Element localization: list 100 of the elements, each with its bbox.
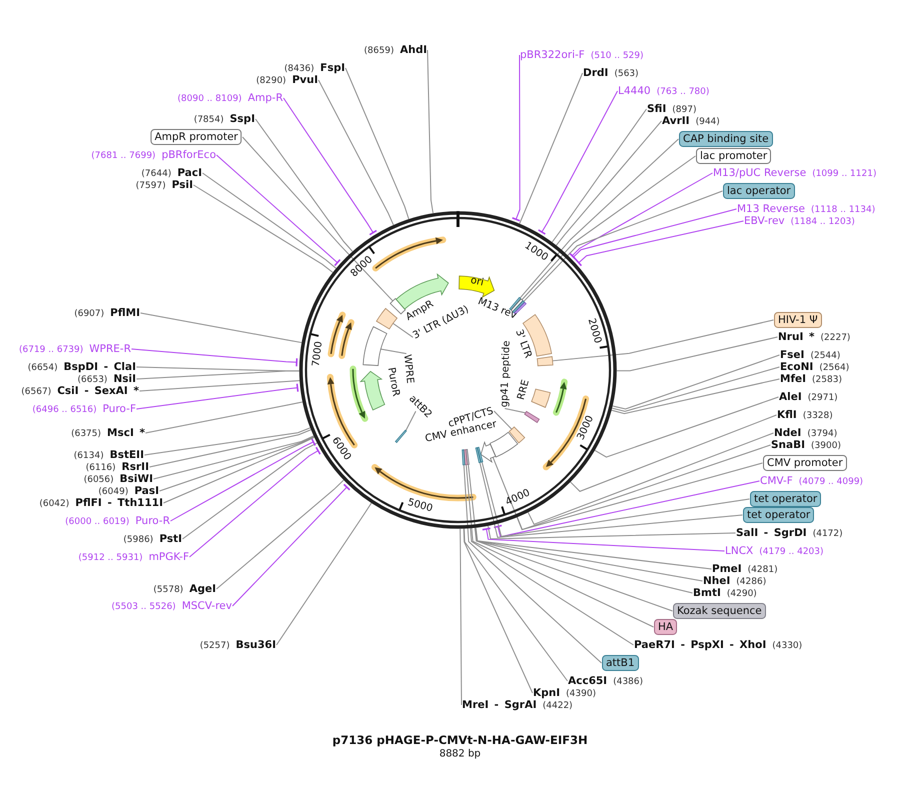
tick-label: 3000 [576, 414, 597, 442]
primer-position: (8090 .. 8109) [178, 94, 242, 104]
leader-line [552, 320, 774, 362]
site-position: (2544) [810, 350, 840, 362]
primer-position: (5503 .. 5526) [112, 602, 176, 612]
leader-line [523, 190, 723, 302]
leader-line [216, 154, 341, 266]
site-position: (4290) [726, 588, 757, 600]
leader-line [482, 527, 725, 552]
leader-line [149, 429, 312, 468]
enzyme-name: PaeR7I - PspXI - XhoI [634, 638, 766, 651]
enzyme-name: MscI * [107, 426, 145, 439]
leader-line [552, 108, 647, 243]
feature-label: tet operator [750, 490, 822, 508]
enzyme-name: BspDI - ClaI [64, 360, 136, 373]
leader-line [470, 528, 634, 646]
feature-box [362, 326, 388, 366]
leader-line [516, 444, 771, 530]
feature-label: CMV promoter [763, 454, 847, 472]
enzyme-name: NheI [703, 574, 730, 587]
leader-line [380, 348, 407, 354]
primer-name: MSCV-rev [182, 600, 232, 612]
leader-line [131, 348, 298, 368]
leader-line [538, 90, 618, 235]
feature-label: lac promoter [696, 148, 772, 164]
site-position: (4281) [748, 564, 778, 576]
leader-line [594, 396, 779, 458]
site-position: (3794) [807, 428, 838, 440]
site-position: (3900) [811, 440, 841, 452]
site-position: (5257) [200, 640, 230, 652]
leader-line [163, 436, 315, 504]
feature-box [531, 388, 551, 408]
primer-position: (5912 .. 5931) [78, 552, 143, 564]
site-position: (6134) [74, 450, 104, 462]
leader-line [556, 120, 662, 246]
enzyme-name: KpnI [533, 686, 560, 699]
primer-name: EBV-rev [744, 214, 785, 227]
map-title: p7136 pHAGE-P-CMVt-N-HA-GAW-EIF3H [332, 733, 588, 747]
enzyme-name: Bsu36I [236, 638, 276, 651]
leader-line [575, 220, 744, 266]
leader-line [427, 50, 434, 214]
enzyme-name: FspI [320, 62, 345, 74]
leader-line [463, 464, 602, 664]
site-position: (4330) [772, 640, 802, 652]
primer-name: WPRE-R [89, 342, 131, 355]
directional-feature [360, 370, 386, 410]
enzyme-name: PflMI [110, 306, 140, 319]
primer-position: (6000 .. 6019) [65, 516, 130, 528]
feature-box [390, 298, 406, 314]
primer-name: pBR322ori-F [520, 48, 585, 61]
leader-line [193, 184, 334, 273]
primer-name: Amp-R [248, 92, 283, 104]
leader-line [242, 136, 394, 302]
leader-line [512, 54, 521, 222]
primer-name: pBRforEco [162, 148, 216, 161]
primer-position: (6496 .. 6516) [32, 404, 97, 416]
primer-position: (510 .. 529) [590, 50, 644, 62]
leader-line [504, 408, 526, 414]
feature-label: Kozak sequence [673, 602, 766, 620]
leader-line [182, 442, 318, 540]
enzyme-name: NruI * [778, 330, 814, 343]
leader-line [202, 172, 337, 269]
primer-name: Puro-F [102, 402, 136, 415]
enzyme-name: PmeI [712, 562, 742, 575]
leader-line [216, 480, 344, 590]
enzyme-name: PacI [177, 166, 202, 179]
site-position: (4390) [566, 688, 596, 700]
sequence-length: 8882 bp [439, 748, 481, 760]
site-position: (6653) [78, 374, 108, 386]
leader-line [460, 528, 462, 706]
feature-box [508, 426, 526, 444]
leader-line [189, 446, 321, 558]
site-position: (8659) [364, 46, 394, 56]
leader-line [255, 118, 353, 252]
tick-label: 2000 [584, 317, 603, 345]
site-position: (5986) [123, 534, 154, 546]
feature-box [395, 430, 407, 443]
leader-line [463, 528, 533, 694]
enzyme-name: MreI - SgrAI [462, 698, 537, 711]
leader-line [493, 410, 512, 430]
enzyme-name: RsrII [122, 460, 149, 473]
primer-name: LNCX [725, 544, 754, 557]
leader-line [318, 80, 394, 226]
enzyme-name: AleI [779, 390, 802, 403]
site-position: (6049) [98, 486, 128, 498]
leader-line [612, 354, 780, 410]
site-position: (2971) [808, 392, 838, 404]
site-position: (4286) [736, 576, 766, 588]
primer-name: M13/pUC Reverse [713, 166, 806, 179]
leader-line [159, 436, 314, 492]
leader-line [519, 72, 583, 224]
site-position: (6056) [84, 474, 114, 486]
site-position: (897) [672, 104, 696, 116]
leader-line [570, 208, 737, 261]
primer-name: CMV-F [760, 474, 793, 487]
site-position: (7597) [136, 180, 166, 192]
feature-box [376, 308, 398, 330]
leader-line [493, 480, 760, 538]
site-position: (5578) [153, 584, 184, 596]
site-position: (6375) [71, 428, 102, 440]
